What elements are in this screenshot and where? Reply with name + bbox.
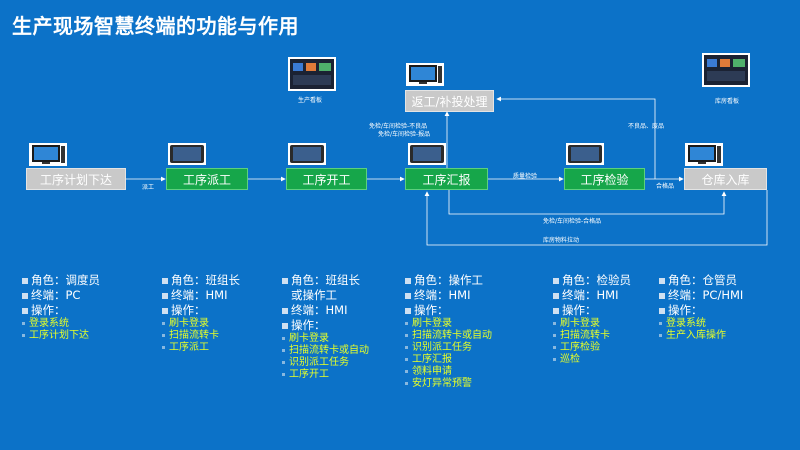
- action-item: 登录系统: [659, 318, 743, 330]
- action-item: 刷卡登录: [282, 333, 369, 345]
- bullet-square-icon: [162, 277, 168, 284]
- action-item: 巡检: [553, 354, 631, 366]
- operation-line: 操作：: [162, 303, 240, 318]
- action-item: 工序开工: [282, 369, 369, 381]
- role-line: 角色：班组长: [282, 273, 369, 288]
- label-exempt-ok: 免检/车间检验-合格品: [543, 218, 602, 225]
- node-start[interactable]: 工序开工: [286, 168, 367, 190]
- role-line-continued: 或操作工: [291, 288, 337, 302]
- role-line: 角色：调度员: [22, 273, 100, 288]
- role-line: 角色：仓管员: [659, 273, 743, 288]
- action-item: 工序汇报: [405, 354, 492, 366]
- bullet-square-icon: [405, 307, 411, 314]
- terminal-line: 终端：PC/HMI: [659, 288, 743, 303]
- terminal-line: 终端：HMI: [405, 288, 492, 303]
- hmi-tablet-icon: [566, 143, 604, 165]
- label-rework-bad: 免检/车间检验-不良品: [369, 123, 428, 130]
- bullet-square-icon: [22, 307, 28, 314]
- label-qualified: 合格品: [656, 183, 675, 190]
- action-item: 识别派工任务: [282, 357, 369, 369]
- operation-line: 操作：: [282, 318, 369, 333]
- dashboard-screen-icon: [288, 57, 336, 91]
- warehouse-board-caption: 库房看板: [715, 98, 740, 105]
- label-bad-scrap: 不良品、废品: [628, 123, 665, 130]
- terminal-line: 终端：HMI: [162, 288, 240, 303]
- action-item: 工序派工: [162, 342, 240, 354]
- bullet-square-icon: [22, 292, 28, 299]
- role-column-inspector: 角色：检验员 终端：HMI 操作： 刷卡登录 扫描流转卡 工序检验 巡检: [553, 273, 631, 366]
- action-item: 生产入库操作: [659, 330, 743, 342]
- bullet-square-icon: [659, 307, 665, 314]
- node-warehouse-in[interactable]: 仓库入库: [684, 168, 767, 190]
- label-quality: 质量检验: [513, 173, 538, 180]
- node-inspect[interactable]: 工序检验: [564, 168, 645, 190]
- bullet-square-icon: [405, 292, 411, 299]
- arrow-inspect-to-rework: [496, 96, 656, 179]
- hmi-tablet-icon: [408, 143, 446, 165]
- action-item: 扫描流转卡或自动: [405, 330, 492, 342]
- action-item: 识别派工任务: [405, 342, 492, 354]
- role-column-team-leader: 角色：班组长 终端：HMI 操作： 刷卡登录 扫描流转卡 工序派工: [162, 273, 240, 354]
- dashboard-screen-icon: [702, 53, 750, 87]
- page-title: 生产现场智慧终端的功能与作用: [12, 14, 299, 38]
- action-item: 工序计划下达: [22, 330, 100, 342]
- bullet-square-icon: [162, 292, 168, 299]
- node-plan-release[interactable]: 工序计划下达: [26, 168, 126, 190]
- bullet-square-icon: [553, 277, 559, 284]
- action-item: 刷卡登录: [162, 318, 240, 330]
- pc-monitor-icon: [29, 143, 67, 166]
- label-rework-scrap: 免检/车间检验-报品: [378, 131, 431, 138]
- role-line: 角色：操作工: [405, 273, 492, 288]
- terminal-line: 终端：HMI: [282, 303, 369, 318]
- action-item: 刷卡登录: [553, 318, 631, 330]
- hmi-tablet-icon: [168, 143, 206, 165]
- bullet-square-icon: [282, 307, 288, 314]
- node-rework[interactable]: 返工/补投处理: [405, 90, 494, 112]
- label-material-pull: 库房物料拉动: [543, 237, 580, 244]
- operation-line: 操作：: [553, 303, 631, 318]
- role-line: 角色：检验员: [553, 273, 631, 288]
- bullet-square-icon: [22, 277, 28, 284]
- label-dispatch: 派工: [142, 184, 155, 191]
- bullet-square-icon: [553, 307, 559, 314]
- arrow-material-pull: [424, 190, 768, 246]
- node-report[interactable]: 工序汇报: [405, 168, 488, 190]
- pc-monitor-icon: [685, 143, 723, 166]
- pc-monitor-icon: [406, 63, 444, 86]
- action-item: 安灯异常预警: [405, 378, 492, 390]
- action-item: 登录系统: [22, 318, 100, 330]
- node-dispatch[interactable]: 工序派工: [166, 168, 248, 190]
- arrow-report-to-store-exempt: [448, 190, 727, 215]
- action-item: 刷卡登录: [405, 318, 492, 330]
- bullet-square-icon: [162, 307, 168, 314]
- operation-line: 操作：: [405, 303, 492, 318]
- action-item: 扫描流转卡: [162, 330, 240, 342]
- action-item: 扫描流转卡或自动: [282, 345, 369, 357]
- bullet-square-icon: [405, 277, 411, 284]
- bullet-square-icon: [282, 277, 288, 284]
- role-column-leader-or-operator: 角色：班组长 或操作工 终端：HMI 操作： 刷卡登录 扫描流转卡或自动 识别派…: [282, 273, 369, 381]
- bullet-square-icon: [553, 292, 559, 299]
- operation-line: 操作：: [22, 303, 100, 318]
- bullet-square-icon: [659, 277, 665, 284]
- terminal-line: 终端：HMI: [553, 288, 631, 303]
- terminal-line: 终端：PC: [22, 288, 100, 303]
- role-column-warehouse-keeper: 角色：仓管员 终端：PC/HMI 操作： 登录系统 生产入库操作: [659, 273, 743, 342]
- action-item: 工序检验: [553, 342, 631, 354]
- role-column-operator: 角色：操作工 终端：HMI 操作： 刷卡登录 扫描流转卡或自动 识别派工任务 工…: [405, 273, 492, 390]
- role-column-scheduler: 角色：调度员 终端：PC 操作： 登录系统 工序计划下达: [22, 273, 100, 342]
- bullet-square-icon: [282, 322, 288, 329]
- role-line: 角色：班组长: [162, 273, 240, 288]
- production-board-caption: 生产看板: [298, 97, 323, 104]
- operation-line: 操作：: [659, 303, 743, 318]
- action-item: 领料申请: [405, 366, 492, 378]
- hmi-tablet-icon: [288, 143, 326, 165]
- bullet-square-icon: [659, 292, 665, 299]
- action-item: 扫描流转卡: [553, 330, 631, 342]
